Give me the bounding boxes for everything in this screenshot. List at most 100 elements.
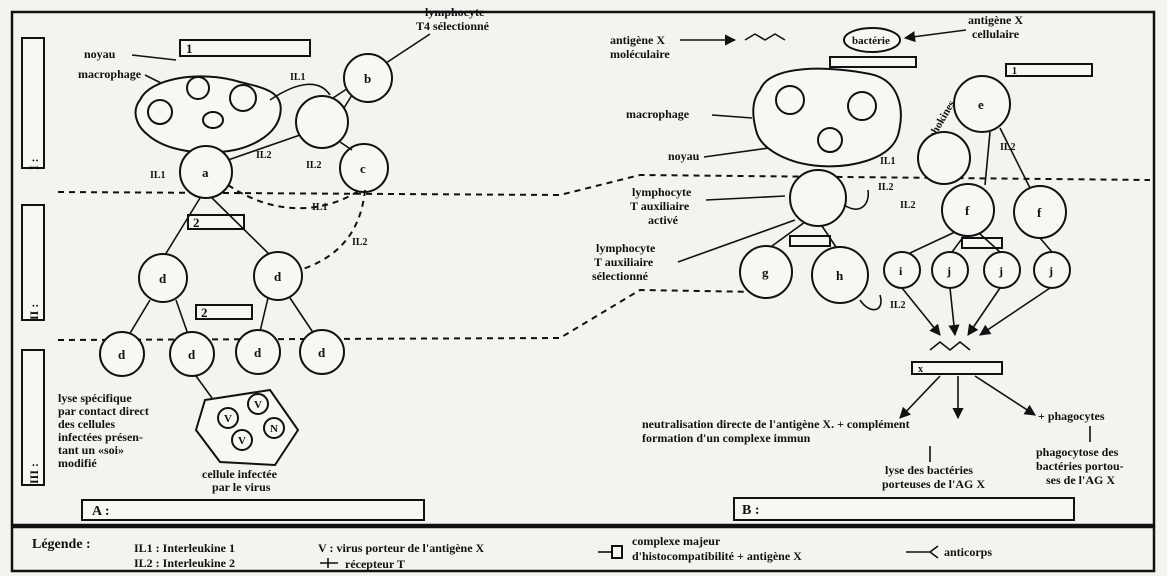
b-macrophage-pointer xyxy=(711,114,753,119)
b-il2-d: IL2 xyxy=(890,300,906,311)
a-t4-cell xyxy=(295,95,349,149)
b-vacuole-2 xyxy=(847,91,877,121)
b-link-e-f2 xyxy=(999,127,1031,189)
a-il2-b: IL2 xyxy=(306,160,322,171)
b-vacuole-1 xyxy=(775,85,805,115)
legend-recepteur-icon xyxy=(320,558,338,568)
b-link-f-i xyxy=(909,231,956,254)
a-il2-a: IL2 xyxy=(256,150,272,161)
b-cell-h-label: h xyxy=(836,268,844,283)
b-cell-g xyxy=(739,245,793,299)
a-il2-dashed xyxy=(299,189,366,271)
a-nucleus xyxy=(202,111,224,129)
a-noyau-pointer xyxy=(131,54,177,61)
a-link-a-d1 xyxy=(164,197,201,256)
b-loop-1 xyxy=(843,189,869,210)
a-cell-d-1 xyxy=(138,253,188,303)
b-cell-e-label: e xyxy=(978,97,984,112)
b-antigene-cell-2: cellulaire xyxy=(972,27,1020,41)
row-iii-label: III : xyxy=(27,463,41,484)
a-virus-2-label: V xyxy=(254,399,262,411)
b-bacterie-label: bactérie xyxy=(852,35,890,47)
a-nucleus-n-label: N xyxy=(270,423,278,435)
b-link-f-j1 xyxy=(951,235,965,253)
b-t-aux-active xyxy=(789,169,847,227)
a-lyse-line-2: par contact direct xyxy=(58,404,149,418)
b-il2-a: IL2 xyxy=(1000,142,1016,153)
b-arrow-neutral xyxy=(899,375,941,419)
b-small-box-2 xyxy=(961,237,1003,249)
a-cell-a xyxy=(179,145,233,199)
b-nucleus xyxy=(817,127,843,153)
b-lt-active-2: T auxiliaire xyxy=(630,199,690,213)
a-answer-box xyxy=(81,499,425,521)
b-bacterie xyxy=(843,27,901,53)
a-il1-mid: IL1 xyxy=(312,202,328,213)
a-lyse-line-5: tant un «soi» xyxy=(58,443,124,457)
legend-title: Légende : xyxy=(32,537,91,552)
a-lympho-label-1: lymphocyte xyxy=(425,5,485,19)
b-cell-j-2-label: j xyxy=(998,264,1003,278)
a-cell-d-4 xyxy=(169,331,215,377)
b-t-aux-cell-2 xyxy=(917,131,971,185)
b-box-1 xyxy=(1005,63,1093,77)
b-lt-active-pointer xyxy=(705,195,786,201)
a-lyse-line-1: lyse spécifique xyxy=(58,391,132,405)
b-neutral-1: neutralisation directe de l'antigène X. … xyxy=(642,417,910,431)
a-cell-d-5 xyxy=(235,329,281,375)
a-box-1 xyxy=(179,39,311,57)
b-lt-active-3: activé xyxy=(648,213,679,227)
b-answer-box xyxy=(733,497,1075,521)
a-cell-d-1-label: d xyxy=(159,271,167,286)
a-cell-d-2 xyxy=(253,251,303,301)
b-phagocytes: + phagocytes xyxy=(1038,409,1105,423)
b-x-box-label: x xyxy=(918,364,923,375)
a-cell-c-label: c xyxy=(360,161,366,176)
a-vacuole-1 xyxy=(147,99,173,125)
b-cell-j-1-label: j xyxy=(946,264,951,278)
b-lt-select-2: T auxiliaire xyxy=(594,255,654,269)
a-cell-d-4-label: d xyxy=(188,347,196,362)
b-lt-select-1: lymphocyte xyxy=(596,241,656,255)
b-il2-c: IL2 xyxy=(900,200,916,211)
b-link-f-j2 xyxy=(979,233,1001,253)
a-vacuole-2 xyxy=(229,84,257,112)
a-noyau-label: noyau xyxy=(84,47,116,61)
b-cell-f-1 xyxy=(941,183,995,237)
row-i-box xyxy=(21,37,45,169)
b-small-box-1 xyxy=(789,235,831,247)
a-box-1-label: 1 xyxy=(186,41,193,56)
b-lyse-2: porteuses de l'AG X xyxy=(882,477,985,491)
b-lt-select-3: sélectionné xyxy=(592,269,649,283)
a-virus-2 xyxy=(247,393,269,415)
a-cell-d-6 xyxy=(299,329,345,375)
b-arrow-j3 xyxy=(979,287,1051,336)
a-virus-nucleus xyxy=(186,76,210,100)
a-nucleus-n xyxy=(263,417,285,439)
b-antibody-chain xyxy=(744,33,786,41)
separator-1 xyxy=(57,173,1151,197)
row-ii-label: II : xyxy=(27,304,41,320)
b-phago-3: ses de l'AG X xyxy=(1046,473,1115,487)
b-arrow-i xyxy=(901,287,941,336)
b-x-box xyxy=(911,361,1003,375)
legend-cmh-icon-box xyxy=(611,545,623,559)
b-antigene-cell-1: antigène X xyxy=(968,13,1023,27)
a-box-2b xyxy=(195,304,253,320)
b-cell-i-label: i xyxy=(899,264,903,278)
b-loop-2 xyxy=(859,294,882,311)
b-box-1-label: 1 xyxy=(1012,66,1017,77)
b-cell-f-2-label: f xyxy=(1037,205,1042,220)
a-virus-1 xyxy=(217,407,239,429)
b-link-act-g xyxy=(771,221,806,247)
a-virus-3-label: V xyxy=(238,435,246,447)
b-lt-active-1: lymphocyte xyxy=(632,185,692,199)
a-box-2b-label: 2 xyxy=(201,305,208,320)
a-infected-cell xyxy=(194,388,300,467)
b-arrow-phago xyxy=(974,375,1036,416)
a-il1-left: IL1 xyxy=(150,170,166,181)
b-cell-f-1-label: f xyxy=(965,203,970,218)
legend-anticorps-icon xyxy=(906,545,939,559)
